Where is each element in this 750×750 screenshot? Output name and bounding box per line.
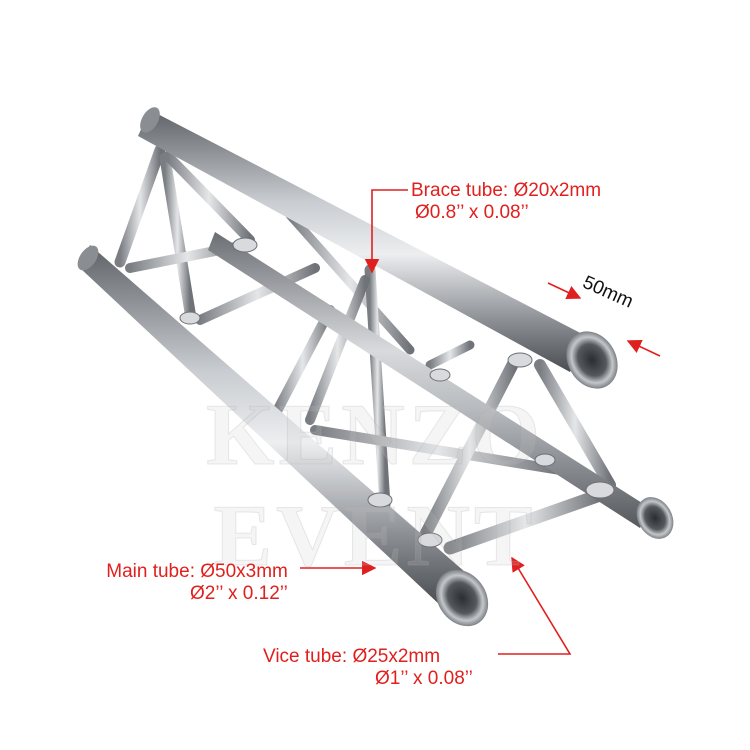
brace-tube-name: Brace tube: [411,180,514,201]
watermark-text: KENZO EVENT [206,387,544,586]
brace-tube-metric: Ø20x2mm [513,180,602,201]
vice-tube-name: Vice tube: [263,646,353,667]
vice-tube-metric: Ø25x2mm [352,646,441,667]
front-main-tube [77,245,489,627]
weld-joints [179,237,615,548]
main-tube-imperial: Ø2’’ x 0.12’’ [190,583,288,604]
brace-tube-label: Brace tube: Ø20x2mm Ø0.8’’ x 0.08’’ [411,180,601,224]
vice-tube-imperial: Ø1’’ x 0.08’’ [375,668,473,689]
main-tube-metric: Ø50x3mm [200,561,288,582]
brace-tubes [114,144,616,555]
main-tube-label: Main tube: Ø50x3mm Ø2’’ x 0.12’’ [72,561,288,605]
top-main-tube [138,107,618,389]
main-tube-name: Main tube: [106,561,201,582]
rear-lower-tube [208,232,674,539]
annotation-lines [300,189,661,655]
vice-tube-label: Vice tube: Ø25x2mm Ø1’’ x 0.08’’ [263,646,473,690]
brace-tube-imperial: Ø0.8’’ x 0.08’’ [415,202,529,223]
